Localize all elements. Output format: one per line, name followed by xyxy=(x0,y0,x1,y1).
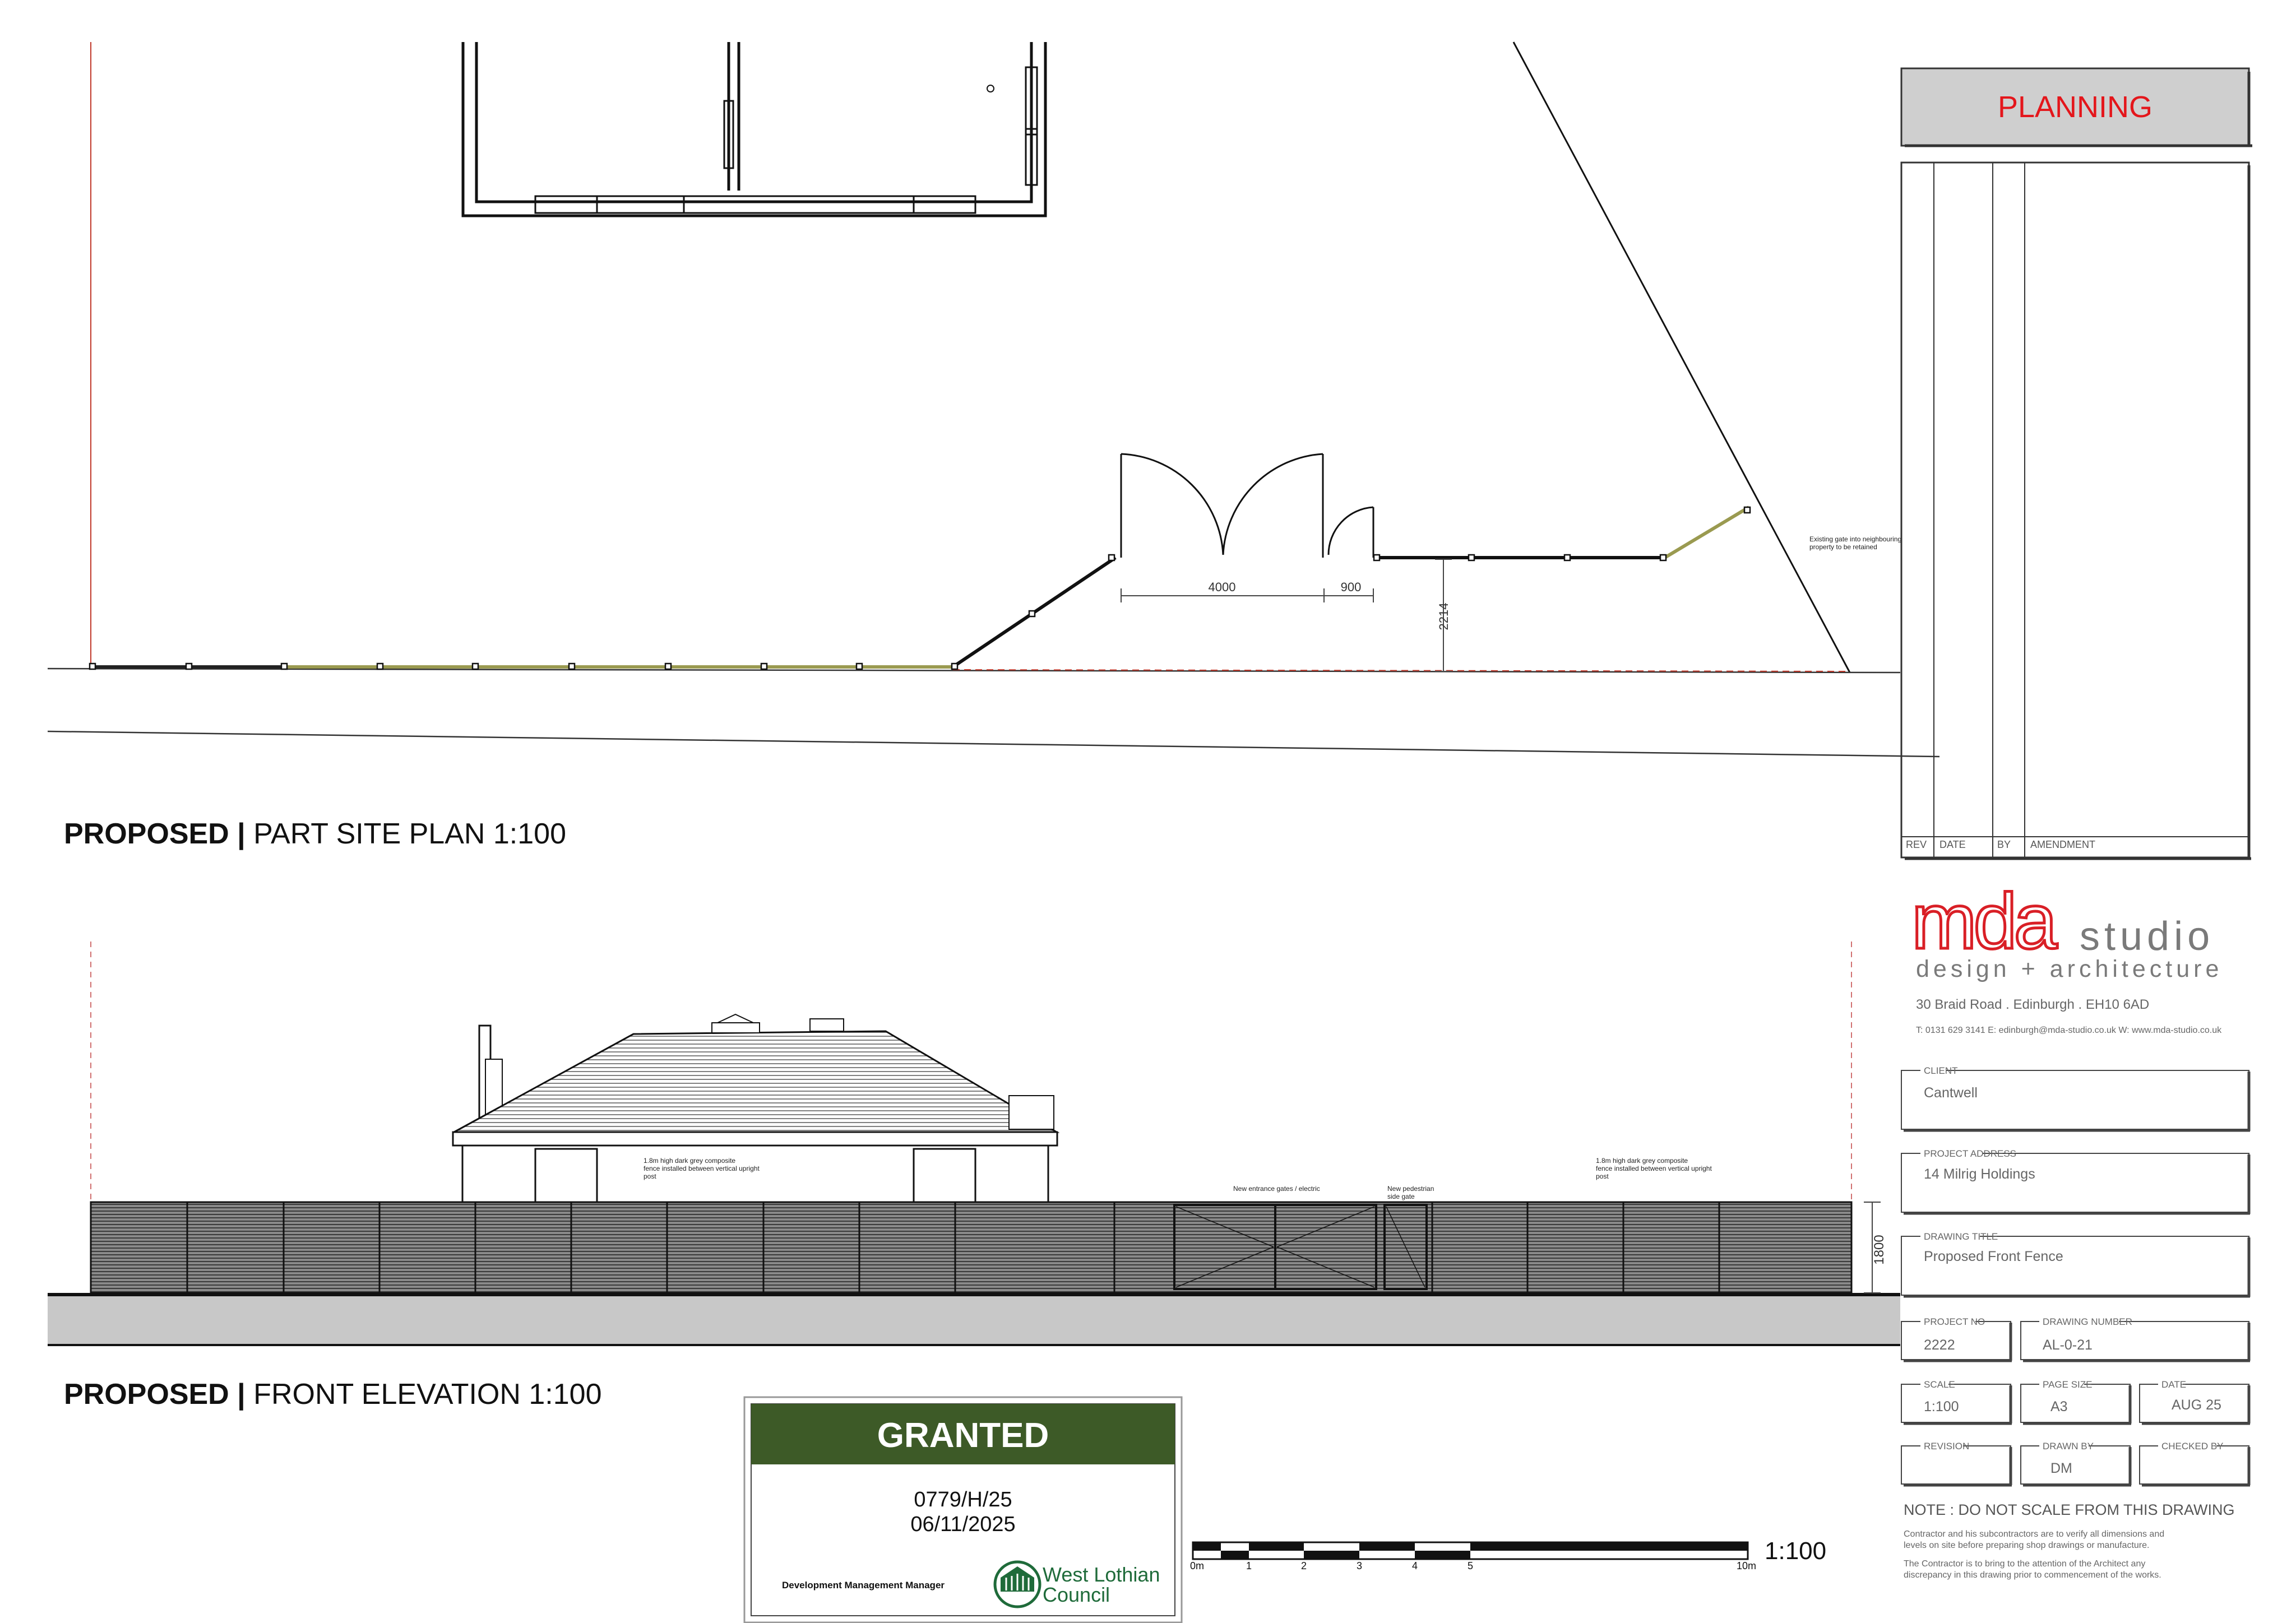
pavement-edge-line xyxy=(47,667,1901,674)
logo-letters: mda xyxy=(1911,877,2057,965)
drawing-title-value: Proposed Front Fence xyxy=(1924,1249,2063,1264)
scale-label-2: 2 xyxy=(1301,1560,1307,1571)
stamp-signatory: Development Management Manager xyxy=(782,1580,945,1590)
title-block: PLANNING REV DATE BY AMENDMENT mda studi… xyxy=(1900,67,2252,1580)
stamp-status: GRANTED xyxy=(877,1416,1049,1455)
site-plan-heading: PROPOSED | PART SITE PLAN 1:100 xyxy=(64,818,566,850)
drawn-by-label: DRAWN BY xyxy=(2043,1441,2094,1452)
planning-granted-stamp: GRANTED 0779/H/25 06/11/2025 Development… xyxy=(743,1396,1183,1623)
pedestrian-gate-note-line1: New pedestrian xyxy=(1387,1185,1434,1193)
project-no-label: PROJECT NO xyxy=(1924,1316,1985,1327)
stamp-header-band xyxy=(751,1404,1175,1464)
contractor-note-line4: discrepancy in this drawing prior to com… xyxy=(1904,1570,2161,1580)
existing-gate-note-line1: Existing gate into neighbouring xyxy=(1809,535,1901,543)
contractor-note-line3: The Contractor is to bring to the attent… xyxy=(1904,1559,2145,1569)
existing-gate-note-line2: property to be retained xyxy=(1809,543,1877,551)
project-no-value: 2222 xyxy=(1924,1337,1955,1353)
stamp-reference: 0779/H/25 xyxy=(914,1488,1012,1511)
planning-status-box xyxy=(1900,67,2250,147)
fence-note-left-line3: post xyxy=(644,1172,656,1180)
revision-table xyxy=(1900,161,2251,860)
checked-by-label: CHECKED BY xyxy=(2161,1441,2224,1452)
contractor-note-line1: Contractor and his subcontractors are to… xyxy=(1904,1529,2164,1539)
scale-value: 1:100 xyxy=(1924,1399,1959,1415)
logo-tagline: design + architecture xyxy=(1916,956,2223,982)
contractor-note-line2: levels on site before preparing shop dra… xyxy=(1904,1541,2149,1550)
fence-note-right-line3: post xyxy=(1596,1172,1609,1180)
proposed-fence-plan xyxy=(89,506,1751,670)
drawn-by-value: DM xyxy=(2050,1460,2072,1476)
front-elevation: 1800 1.8m high dark grey composite fence… xyxy=(48,942,1900,1411)
scale-label-3: 3 xyxy=(1357,1560,1362,1571)
revision-col-by: BY xyxy=(1997,839,2011,850)
plan-dimensions xyxy=(1121,559,1452,672)
fence-note-left-line1: 1.8m high dark grey composite xyxy=(644,1157,735,1165)
elevation-heading: PROPOSED | FRONT ELEVATION 1:100 xyxy=(64,1378,602,1411)
gate-swing-arcs xyxy=(1120,453,1374,558)
page-size-label: PAGE SIZE xyxy=(2043,1379,2093,1390)
studio-contact: T: 0131 629 3141 E: edinburgh@mda-studio… xyxy=(1916,1026,2222,1035)
scale-label-10m: 10m xyxy=(1737,1560,1756,1571)
client-label: CLIENT xyxy=(1924,1065,1957,1076)
site-plan: 4000 900 2214 Existing gate into neighbo… xyxy=(47,41,1940,850)
planning-status: PLANNING xyxy=(1998,90,2152,124)
scale-label-5: 5 xyxy=(1468,1560,1473,1571)
studio-address: 30 Braid Road . Edinburgh . EH10 6AD xyxy=(1916,997,2149,1012)
fence-elevation xyxy=(90,1201,1853,1294)
setback-dimension: 2214 xyxy=(1437,603,1451,630)
scale-ratio: 1:100 xyxy=(1765,1537,1826,1565)
fence-note-right-line1: 1.8m high dark grey composite xyxy=(1596,1157,1688,1165)
council-name-line1: West Lothian xyxy=(1043,1563,1160,1586)
drawing-number-value: AL-0-21 xyxy=(2043,1337,2093,1353)
client-value: Cantwell xyxy=(1924,1085,1978,1101)
elevation-heading-bold: PROPOSED | xyxy=(64,1378,246,1411)
fence-posts xyxy=(89,506,1751,670)
title-block-fields xyxy=(1901,1070,2251,1487)
logo-word: studio xyxy=(2080,914,2214,959)
road-edge-line xyxy=(47,730,1940,758)
entrance-gates-note: New entrance gates / electric xyxy=(1233,1185,1320,1193)
ground-strip xyxy=(48,1295,1900,1345)
date-label: DATE xyxy=(2161,1379,2186,1390)
do-not-scale-note: NOTE : DO NOT SCALE FROM THIS DRAWING xyxy=(1904,1501,2235,1518)
revision-col-amendment: AMENDMENT xyxy=(2030,839,2095,850)
revision-col-date: DATE xyxy=(1939,839,1966,850)
boundary-dashed-line xyxy=(952,669,1850,672)
existing-house-plan xyxy=(461,42,1047,217)
diagonal-boundary-line xyxy=(1512,41,1851,673)
council-name-line2: Council xyxy=(1043,1583,1110,1606)
fence-height-dimension: 1800 xyxy=(1872,1235,1887,1264)
entrance-gates-elevation xyxy=(1173,1204,1428,1290)
revision-col-rev: REV xyxy=(1906,839,1927,850)
fence-note-right-line2: fence installed between vertical upright xyxy=(1596,1165,1712,1172)
fence-note-left-line2: fence installed between vertical upright xyxy=(644,1165,760,1172)
date-value: AUG 25 xyxy=(2172,1397,2221,1413)
scale-label-0m: 0m xyxy=(1190,1560,1204,1571)
fence-height-dimension-line xyxy=(1864,1202,1881,1293)
elevation-heading-rest: FRONT ELEVATION 1:100 xyxy=(246,1378,602,1411)
mda-studio-logo: mda studio design + architecture xyxy=(1910,876,2223,983)
gate-width-dimension: 4000 xyxy=(1209,580,1236,594)
project-address-label: PROJECT ADDRESS xyxy=(1924,1148,2016,1159)
drawing-number-label: DRAWING NUMBER xyxy=(2043,1316,2132,1327)
council-crest-icon xyxy=(993,1560,1041,1608)
page-size-value: A3 xyxy=(2050,1399,2068,1415)
project-address-value: 14 Milrig Holdings xyxy=(1924,1166,2035,1182)
side-gate-width-dimension: 900 xyxy=(1341,580,1362,594)
drawing-title-label: DRAWING TITLE xyxy=(1924,1231,1998,1242)
revision-label: REVISION xyxy=(1924,1441,1969,1452)
stamp-date: 06/11/2025 xyxy=(910,1513,1015,1536)
scale-label: SCALE xyxy=(1924,1379,1955,1390)
scale-label-1: 1 xyxy=(1246,1560,1252,1571)
scale-bar: 0m 1 2 3 4 5 10m 1:100 xyxy=(1190,1537,1826,1571)
scale-label-4: 4 xyxy=(1412,1560,1418,1571)
site-plan-heading-rest: PART SITE PLAN 1:100 xyxy=(246,818,566,850)
site-plan-heading-bold: PROPOSED | xyxy=(64,818,246,850)
pedestrian-gate-note-line2: side gate xyxy=(1387,1193,1415,1200)
